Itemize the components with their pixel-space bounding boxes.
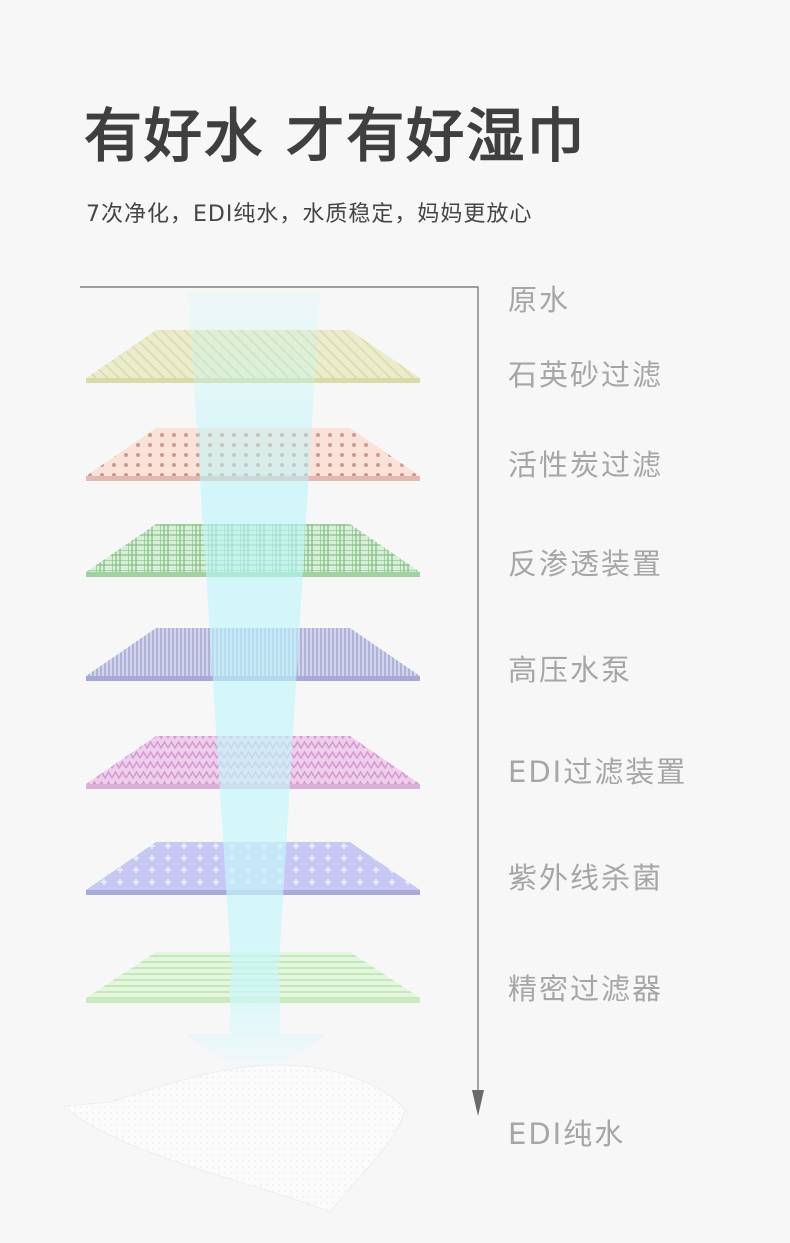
step-label-activated-carbon: 活性炭过滤 [508,448,664,482]
step-label-precision-filter: 精密过滤器 [508,972,664,1006]
water-beam [188,292,320,980]
step-label-high-pressure-pump: 高压水泵 [508,653,633,687]
flow-bracket-line [80,286,479,1100]
wet-wipe-sheet [62,1064,406,1213]
step-label-edi-pure-water: EDI纯水 [508,1117,626,1151]
step-label-quartz-sand: 石英砂过滤 [508,358,664,392]
step-label-uv-sterilization: 紫外线杀菌 [508,861,664,895]
water-arrow [186,980,326,1085]
flow-arrowhead [472,1090,484,1116]
page-subtitle: 7次净化，EDI纯水，水质稳定，妈妈更放心 [86,202,533,227]
step-label-raw-water: 原水 [508,283,571,317]
step-label-edi-device: EDI过滤装置 [508,755,688,789]
step-label-reverse-osmosis: 反渗透装置 [508,547,664,581]
page-title: 有好水 才有好湿巾 [84,102,587,170]
